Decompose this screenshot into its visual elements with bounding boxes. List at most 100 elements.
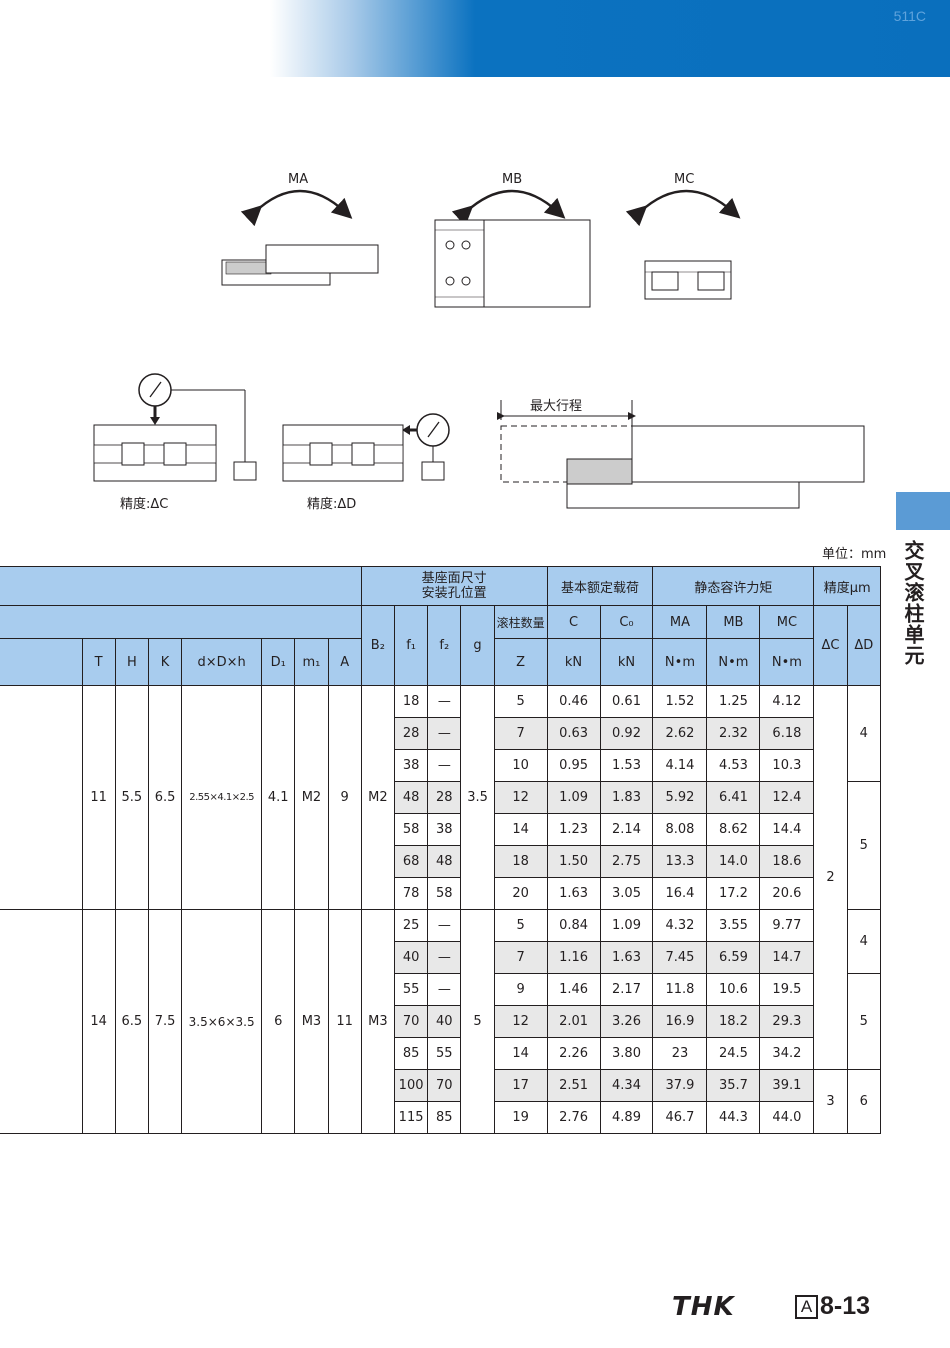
table-cell: 1.09	[599, 909, 654, 942]
table-cell: 1.09	[546, 781, 601, 814]
column-f2: f₂	[427, 605, 462, 686]
table-cell: 10	[493, 749, 548, 782]
column-g: g	[460, 605, 495, 686]
table-cell: 48	[427, 845, 462, 878]
table-cell: 5	[493, 685, 548, 718]
column-m1: m₁	[294, 638, 329, 686]
label-max-stroke: 最大行程	[530, 399, 582, 414]
table-cell: 46.7	[652, 1101, 708, 1134]
table-cell: 44.0	[759, 1101, 815, 1134]
table-cell: 44.3	[706, 1101, 761, 1134]
moment-mc-figure: MC	[625, 172, 741, 300]
table-cell: 2.26	[546, 1037, 601, 1070]
table-cell: 3.80	[599, 1037, 654, 1070]
table-cell: 2.51	[546, 1069, 601, 1102]
table-cell: 3.5×6×3.5	[181, 909, 263, 1134]
moment-ma-figure: MA	[221, 172, 379, 286]
table-cell: 18	[393, 685, 429, 718]
table-cell: 14.7	[759, 941, 815, 974]
table-cell: 3.5	[460, 685, 495, 910]
table-cell: 0.63	[546, 717, 601, 750]
unit-mc: N•m	[759, 638, 815, 686]
table-cell: 6.41	[706, 781, 761, 814]
side-index-tab[interactable]	[896, 492, 950, 530]
table-cell: 70	[393, 1005, 429, 1038]
table-cell: 115	[393, 1101, 429, 1134]
table-cell: 9	[327, 685, 362, 910]
table-cell: 2.76	[546, 1101, 601, 1134]
column-c0: C₀	[599, 605, 654, 639]
table-cell: —	[427, 941, 462, 974]
table-cell: 17.2	[706, 877, 761, 910]
table-cell: 4.32	[652, 909, 708, 942]
label-mc: MC	[674, 172, 694, 187]
table-cell: 23	[652, 1037, 708, 1070]
unit-mb: N•m	[706, 638, 761, 686]
column-dc: ΔC	[813, 605, 848, 686]
table-cell: 58	[427, 877, 462, 910]
table-cell: 100	[393, 1069, 429, 1102]
precision-c-figure: 精度:ΔC	[93, 373, 257, 512]
unit-ma: N•m	[652, 638, 708, 686]
label-precision-c: 精度:ΔC	[120, 496, 168, 512]
header-blank-mid	[0, 605, 362, 639]
table-cell: M2	[360, 685, 395, 910]
table-cell: 9	[493, 973, 548, 1006]
table-cell: 3	[813, 1069, 848, 1134]
column-c: C	[546, 605, 601, 639]
table-cell: 3.26	[599, 1005, 654, 1038]
column-ma: MA	[652, 605, 708, 639]
table-cell: 6.5	[114, 909, 149, 1134]
table-cell: 38	[427, 813, 462, 846]
table-cell: 7	[493, 717, 548, 750]
table-cell: 19	[493, 1101, 548, 1134]
label-mb: MB	[502, 172, 522, 187]
table-cell: 55	[427, 1037, 462, 1070]
header-banner: 511C	[0, 0, 950, 77]
table-cell: 40	[427, 1005, 462, 1038]
header-load-group: 基本额定载荷	[546, 566, 654, 606]
table-cell: 8.62	[706, 813, 761, 846]
table-cell: 68	[393, 845, 429, 878]
column-t: T	[81, 638, 116, 686]
table-cell: 20	[493, 877, 548, 910]
column-model-blank	[0, 638, 83, 686]
header-blank-top	[0, 566, 362, 606]
table-cell: 13.3	[652, 845, 708, 878]
table-cell: 28	[427, 781, 462, 814]
table-cell: 40	[393, 941, 429, 974]
table-cell: 48	[393, 781, 429, 814]
table-cell: 35.7	[706, 1069, 761, 1102]
table-cell: 20.6	[759, 877, 815, 910]
table-cell: 1.25	[706, 685, 761, 718]
table-cell: 34.2	[759, 1037, 815, 1070]
table-cell: 7	[493, 941, 548, 974]
table-cell: 5.92	[652, 781, 708, 814]
table-cell: M2	[294, 685, 329, 910]
table-cell: 0.46	[546, 685, 601, 718]
label-ma: MA	[288, 172, 308, 187]
table-cell: 12	[493, 781, 548, 814]
table-cell: 0.95	[546, 749, 601, 782]
table-cell: 2.01	[546, 1005, 601, 1038]
precision-d-figure: 精度:ΔD	[282, 413, 450, 512]
table-cell: 0.84	[546, 909, 601, 942]
table-cell: 4	[846, 909, 882, 974]
table-cell: 24.5	[706, 1037, 761, 1070]
table-cell: 6.18	[759, 717, 815, 750]
table-cell: 25	[393, 909, 429, 942]
table-cell: 4.14	[652, 749, 708, 782]
unit-c: kN	[546, 638, 601, 686]
table-cell: 29.3	[759, 1005, 815, 1038]
table-cell: 70	[427, 1069, 462, 1102]
table-cell: 37.9	[652, 1069, 708, 1102]
table-cell: 6.5	[147, 685, 183, 910]
